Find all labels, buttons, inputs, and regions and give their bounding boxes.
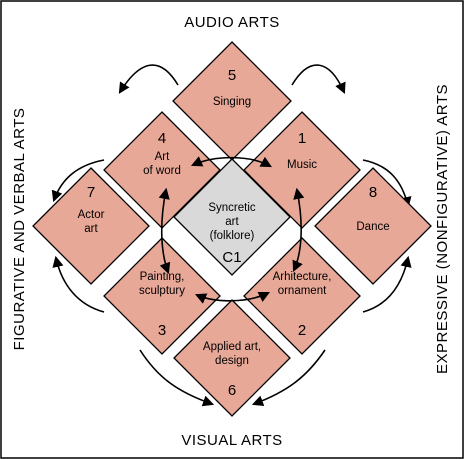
tile-actor-diamond [32,167,150,285]
tile-painting-label-1: Painting, [140,271,185,283]
side-label-left: FIGURATIVE AND VERBAL ARTS [11,108,28,351]
tile-architecture-number: 2 [298,322,306,339]
tile-architecture-diamond [243,237,361,355]
arrow-painting-to-actor [52,255,105,313]
tile-singing-label-1: Singing [213,96,251,108]
outer-arrows [51,64,412,407]
tile-architecture: 2 Arhitecture, ornament [243,237,361,355]
tile-painting: 3 Painting, sculptury [103,237,221,355]
inner-arrows [158,156,305,304]
tile-actor-number: 7 [87,184,95,201]
arrow-architecture-to-applied [251,349,326,407]
tile-architecture-label-2: ornament [278,285,327,297]
center-code: C1 [222,249,241,266]
tile-painting-label-2: sculptury [139,285,185,297]
tile-applied-diamond [173,299,291,417]
tile-actor-label-1: Actor [78,209,105,221]
arrow-architecture-to-dance [362,255,412,313]
center-line-2: art [225,216,239,228]
tile-singing-number: 5 [228,67,236,84]
tile-word-number: 4 [158,130,166,147]
side-label-top: AUDIO ARTS [184,14,280,31]
tile-music-number: 1 [298,130,306,147]
tile-applied: 6 Applied art, design [173,299,291,417]
tile-architecture-label-1: Arhitecture, [273,271,332,283]
arrow-painting-to-applied [139,349,215,407]
tile-dance-diamond [314,167,432,285]
tile-applied-label-1: Applied art, [203,341,261,353]
tile-applied-number: 6 [228,382,236,399]
center-line-3: (folklore) [210,230,255,242]
arrow-word-painting [158,187,171,275]
arrow-singing-to-word [118,64,179,94]
tile-music-label-1: Music [287,159,317,171]
tile-actor-label-2: art [84,223,98,235]
center-tile: Syncretic art (folklore) C1 [173,158,291,276]
arrow-painting-architecture [194,291,271,304]
tile-dance-label-1: Dance [356,221,389,233]
center-diamond [173,158,291,276]
tile-applied-label-2: design [215,355,249,367]
arrow-music-architecture [292,187,305,273]
tile-painting-diamond [103,237,221,355]
center-line-1: Syncretic [208,202,256,214]
tile-word-label-1: Art [155,151,171,163]
tile-dance-number: 8 [369,184,377,201]
tile-painting-number: 3 [158,322,166,339]
arrow-singing-to-music [291,64,346,95]
arrow-word-to-actor [51,159,105,203]
arrow-music-to-dance [362,159,412,209]
tile-word-label-2: of word [143,165,181,177]
arrow-word-music [190,156,272,168]
side-label-right: EXPRESSIVE (NONFIGURATIVE) ARTS [434,84,451,374]
side-label-bottom: VISUAL ARTS [181,432,282,449]
